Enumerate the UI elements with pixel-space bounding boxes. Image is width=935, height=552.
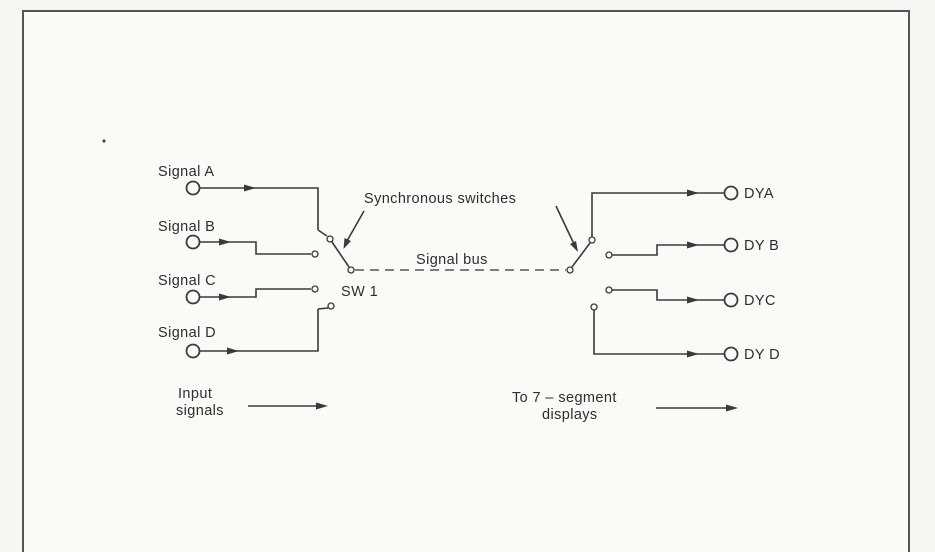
switch-1-lead-d (317, 307, 329, 310)
switch-2-contact-b (605, 251, 613, 259)
arrow-icon (343, 238, 351, 249)
arrow-icon (687, 296, 699, 304)
output-wire-dyd (593, 310, 724, 355)
input-wire-a (199, 187, 319, 230)
input-terminal-d (185, 343, 201, 359)
input-label-d: Signal D (158, 325, 216, 341)
input-terminal-c (185, 289, 201, 305)
bus-label: Signal bus (416, 252, 488, 268)
input-label-b: Signal B (158, 219, 215, 235)
switch-1-common (347, 266, 355, 274)
diagram-frame (22, 10, 910, 552)
output-legend-line2: displays (542, 407, 598, 423)
input-signal-a: Signal A (158, 164, 319, 230)
switch-1-contact-b (311, 250, 319, 258)
synchronous-switches-label: Synchronous switches (364, 191, 516, 207)
output-wire-dya (591, 192, 724, 237)
output-label-dyd: DY D (744, 347, 780, 363)
switch-2-contact-d (590, 303, 598, 311)
input-signals-legend: Input signals (176, 386, 328, 419)
output-dya: DYA (591, 185, 774, 237)
input-legend-line2: signals (176, 403, 224, 419)
switch-1-wiper (331, 241, 350, 268)
arrow-icon (726, 404, 738, 412)
stray-dot (102, 139, 106, 143)
switch-2-contact-c (605, 286, 613, 294)
output-terminal-dyb (723, 237, 739, 253)
output-terminal-dyd (723, 346, 739, 362)
output-wire-dyb (612, 244, 724, 256)
callout-line-right (555, 205, 575, 245)
output-dyc: DYC (612, 289, 776, 309)
arrow-icon (316, 402, 328, 410)
switch-2-contact-a (588, 236, 596, 244)
output-wire-dyc (612, 289, 724, 301)
callout-line-left (346, 210, 365, 242)
switch-2 (566, 236, 613, 311)
output-label-dya: DYA (744, 186, 774, 202)
arrow-icon (570, 241, 578, 252)
arrow-icon (687, 241, 699, 249)
signal-bus: Signal bus (355, 252, 566, 271)
output-terminal-dya (723, 185, 739, 201)
input-wire-b (199, 241, 311, 255)
switch-1-contact-a (326, 235, 334, 243)
switch-1-contact-c (311, 285, 319, 293)
input-legend-line1: Input (178, 386, 212, 402)
input-label-a: Signal A (158, 164, 214, 180)
input-signal-c: Signal C (158, 273, 311, 305)
input-signal-d: Signal D (158, 309, 319, 359)
output-legend-line1: To 7 – segment (512, 390, 617, 406)
input-terminal-a (185, 180, 201, 196)
output-displays-legend: To 7 – segment displays (512, 390, 738, 423)
arrow-icon (219, 293, 231, 301)
output-dyb: DY B (612, 237, 779, 256)
output-label-dyc: DYC (744, 293, 776, 309)
switch-1-contact-d (327, 302, 335, 310)
synchronous-switches-callout: Synchronous switches (343, 191, 578, 252)
arrow-icon (244, 184, 256, 192)
switch-1-lead-a (317, 229, 328, 237)
arrow-icon (687, 189, 699, 197)
arrow-icon (219, 238, 231, 246)
switch-label: SW 1 (341, 284, 378, 300)
input-signal-b: Signal B (158, 219, 311, 255)
input-wire-c (199, 288, 311, 298)
output-label-dyb: DY B (744, 238, 779, 254)
output-terminal-dyc (723, 292, 739, 308)
switch-2-wiper (571, 242, 591, 268)
input-wire-d (199, 309, 319, 352)
arrow-icon (227, 347, 239, 355)
switch-2-common (566, 266, 574, 274)
arrow-icon (687, 350, 699, 358)
switch-1: SW 1 (311, 229, 378, 310)
input-terminal-b (185, 234, 201, 250)
input-label-c: Signal C (158, 273, 216, 289)
output-dyd: DY D (593, 310, 780, 363)
